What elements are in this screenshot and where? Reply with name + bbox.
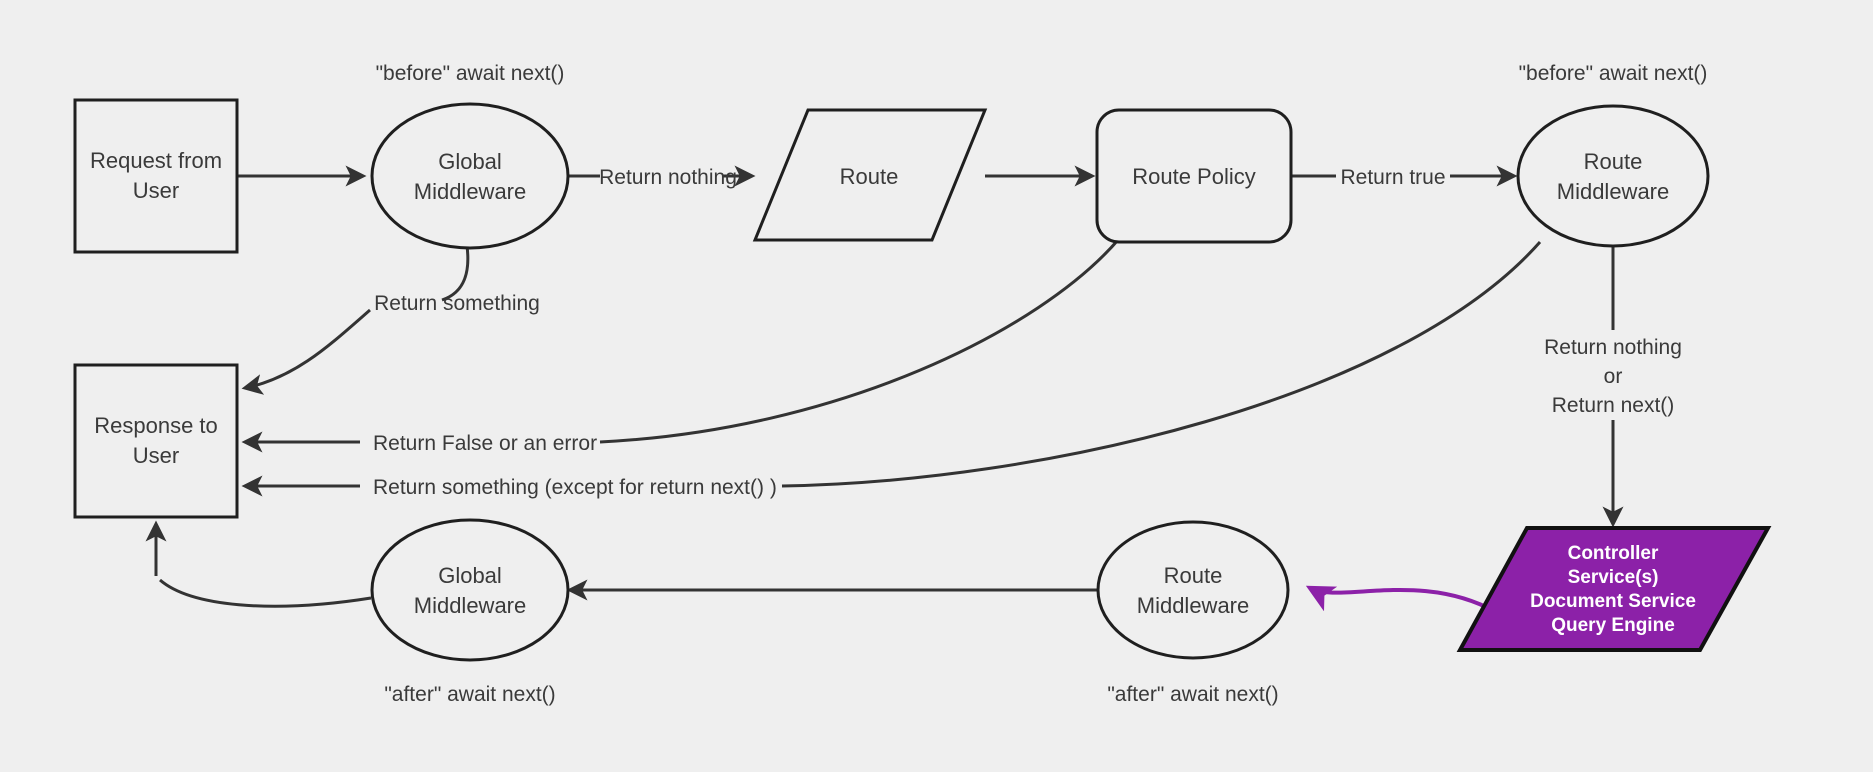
route-middleware-before-label-line1: Route: [1584, 149, 1643, 174]
edge-global-middleware-after-to-response-curve: [159, 578, 372, 608]
edge-controller-to-route-middleware-after: [1305, 585, 1497, 614]
edge-label-return-nothing: Return nothing: [599, 166, 737, 189]
controller-services-label-line1: Controller: [1568, 543, 1659, 564]
edge-label-return-something: Return something: [374, 292, 540, 315]
edge-label-return-true: Return true: [1340, 166, 1445, 189]
edge-label-return-something-except: Return something (except for return next…: [373, 476, 777, 499]
request-from-user-label-line1: Request from: [90, 148, 222, 173]
request-from-user-shape: [73, 98, 239, 254]
controller-services-label-line4: Query Engine: [1551, 615, 1675, 636]
annotation-after-global-middleware: "after" await next(): [384, 683, 555, 706]
route-shape: [752, 108, 988, 242]
node-global-middleware-after[interactable]: Global Middleware: [370, 518, 570, 662]
edge-label-return-nothing-or-next-line1: Return nothing: [1544, 336, 1682, 359]
request-from-user-label-line2: User: [133, 178, 179, 203]
route-policy-label: Route Policy: [1132, 164, 1256, 189]
route-middleware-after-label-line2: Middleware: [1137, 593, 1250, 618]
route-middleware-after-shape: [1096, 520, 1290, 660]
node-global-middleware-before[interactable]: Global Middleware: [370, 102, 570, 250]
global-middleware-before-label-line2: Middleware: [414, 179, 527, 204]
edge-global-middleware-return-something-upper: [441, 245, 470, 302]
route-middleware-after-label-line1: Route: [1164, 563, 1223, 588]
node-route[interactable]: Route: [752, 108, 988, 242]
edge-route-middleware-return-something-right: [781, 241, 1542, 488]
response-to-user-label-line1: Response to: [94, 413, 218, 438]
node-route-middleware-before[interactable]: Route Middleware: [1516, 104, 1710, 248]
node-route-middleware-after[interactable]: Route Middleware: [1096, 520, 1290, 660]
global-middleware-before-shape: [370, 102, 570, 250]
edge-label-return-nothing-or-next-line3: Return next(): [1552, 394, 1675, 417]
annotation-before-route-middleware: "before" await next(): [1519, 62, 1708, 85]
annotation-after-route-middleware: "after" await next(): [1107, 683, 1278, 706]
route-middleware-before-label-line2: Middleware: [1557, 179, 1670, 204]
edge-global-middleware-return-something-lower: [241, 308, 371, 395]
node-request-from-user[interactable]: Request from User: [73, 98, 239, 254]
annotation-before-global-middleware: "before" await next(): [376, 62, 565, 85]
response-to-user-shape: [73, 363, 239, 519]
edge-route-policy-return-false-right: [599, 239, 1120, 444]
controller-services-label-line3: Document Service: [1530, 591, 1696, 612]
route-policy-shape: [1095, 108, 1293, 244]
edge-label-return-false-or-error: Return False or an error: [373, 432, 597, 455]
global-middleware-after-shape: [370, 518, 570, 662]
controller-services-label-line2: Service(s): [1568, 567, 1659, 588]
node-response-to-user[interactable]: Response to User: [73, 363, 239, 519]
node-route-policy[interactable]: Route Policy: [1095, 108, 1293, 244]
global-middleware-after-label-line2: Middleware: [414, 593, 527, 618]
controller-services-shape: [1456, 526, 1772, 652]
global-middleware-after-label-line1: Global: [438, 563, 502, 588]
node-controller-services[interactable]: Controller Service(s) Document Service Q…: [1456, 526, 1772, 652]
response-to-user-label-line2: User: [133, 443, 179, 468]
route-label: Route: [840, 164, 899, 189]
route-middleware-before-shape: [1516, 104, 1710, 248]
global-middleware-before-label-line1: Global: [438, 149, 502, 174]
edge-label-return-nothing-or-next-line2: or: [1604, 365, 1623, 388]
